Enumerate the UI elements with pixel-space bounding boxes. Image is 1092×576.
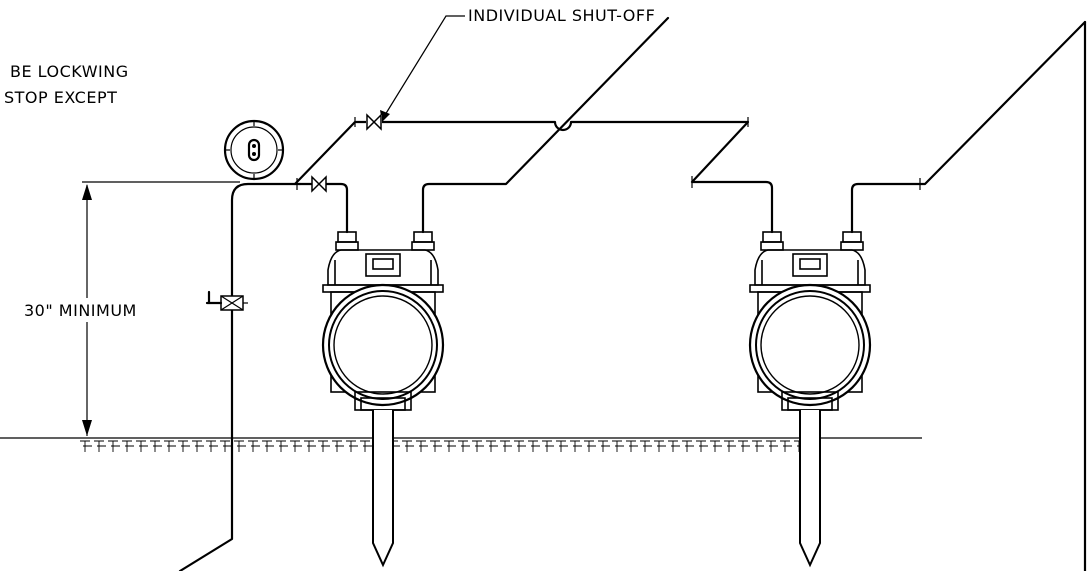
shutoff-arrowhead xyxy=(380,110,390,122)
ground-hatching xyxy=(80,440,806,452)
height-dimension: 30" MINIMUM xyxy=(20,181,240,436)
note-line-2: STOP EXCEPT xyxy=(4,88,117,107)
gas-meter-2 xyxy=(748,231,872,568)
shutoff-callout: INDIVIDUAL SHUT-OFF xyxy=(380,6,655,122)
height-label: 30" MINIMUM xyxy=(24,301,137,320)
note-line-1: BE LOCKWING xyxy=(10,62,129,81)
header-piping xyxy=(293,16,1087,234)
pressure-gauge xyxy=(223,119,285,181)
shutoff-label: INDIVIDUAL SHUT-OFF xyxy=(468,6,655,25)
shutoff-valve xyxy=(366,113,382,131)
meter-inlet-valve xyxy=(311,175,327,193)
gas-meter-1 xyxy=(321,231,445,568)
service-riser xyxy=(178,182,302,573)
shutoff-leader xyxy=(384,15,465,116)
